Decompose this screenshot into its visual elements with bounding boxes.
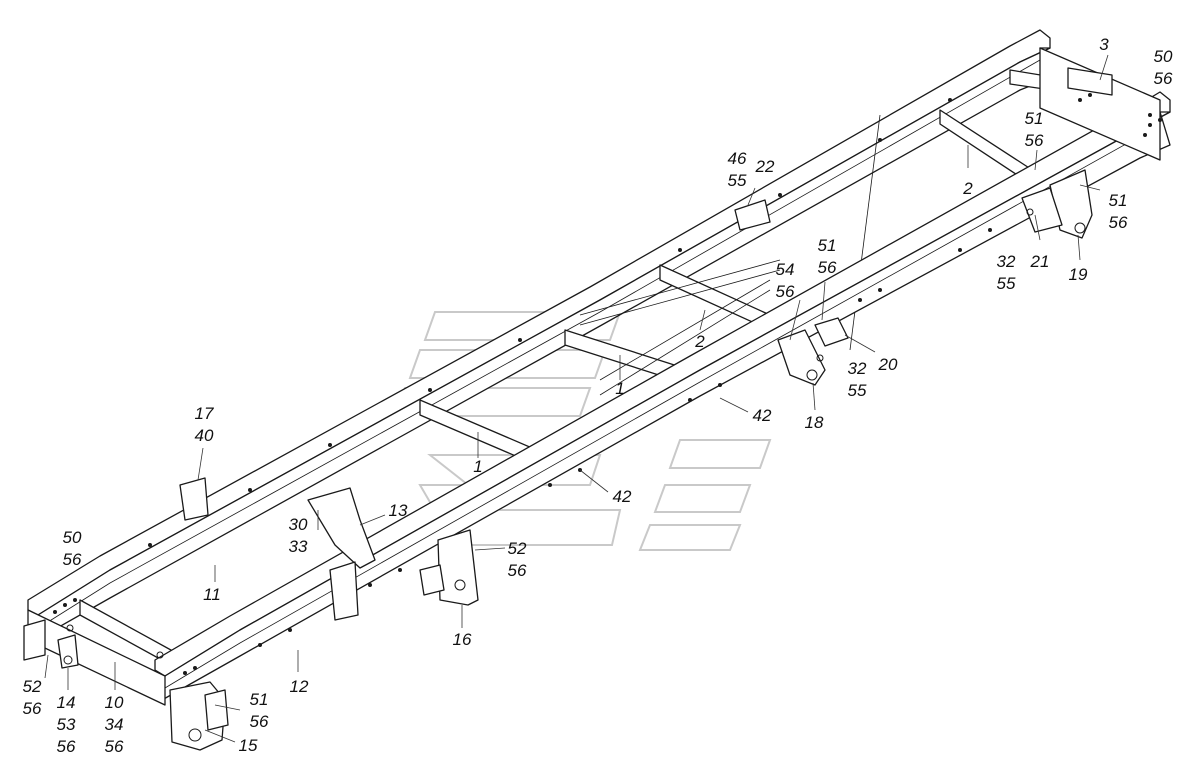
callout-label: 19: [1069, 265, 1088, 284]
bracket-21: [1021, 187, 1063, 233]
callout-label: 1: [473, 457, 482, 476]
bracket-17: [179, 477, 209, 521]
mounting-holes: [53, 93, 1162, 675]
callout-label: 13: [389, 501, 408, 520]
callout-label: 42: [613, 487, 632, 506]
callout-label: 1: [615, 379, 624, 398]
callout-label: 3: [1099, 35, 1109, 54]
callout-label: 2: [962, 179, 973, 198]
bracket-14: [57, 634, 79, 669]
callout-label: 22: [755, 157, 775, 176]
spring-bracket-15: [169, 681, 229, 751]
callout-label: 12: [290, 677, 309, 696]
callout-label: 20: [878, 355, 898, 374]
leader-lines: [44, 54, 1109, 743]
callout-label: 21: [1030, 252, 1050, 271]
callout-label: 2: [694, 332, 705, 351]
callout-label: 16: [453, 630, 472, 649]
bracket-22: [734, 199, 771, 231]
left-side-rail: [27, 29, 1051, 641]
cross-members: [79, 69, 1121, 671]
bracket-20: [814, 317, 849, 347]
callout-label: 42: [753, 406, 772, 425]
front-cross-member-10: [23, 609, 166, 706]
bracket-13: [307, 487, 376, 621]
callout-label: 11: [203, 585, 221, 604]
right-side-rail: [154, 91, 1171, 701]
spring-bracket-16: [419, 529, 479, 606]
callout-label: 15: [239, 736, 258, 755]
spring-bracket-18: [777, 329, 826, 386]
rear-cross-member: [1039, 47, 1161, 161]
callout-label: 18: [805, 413, 824, 432]
